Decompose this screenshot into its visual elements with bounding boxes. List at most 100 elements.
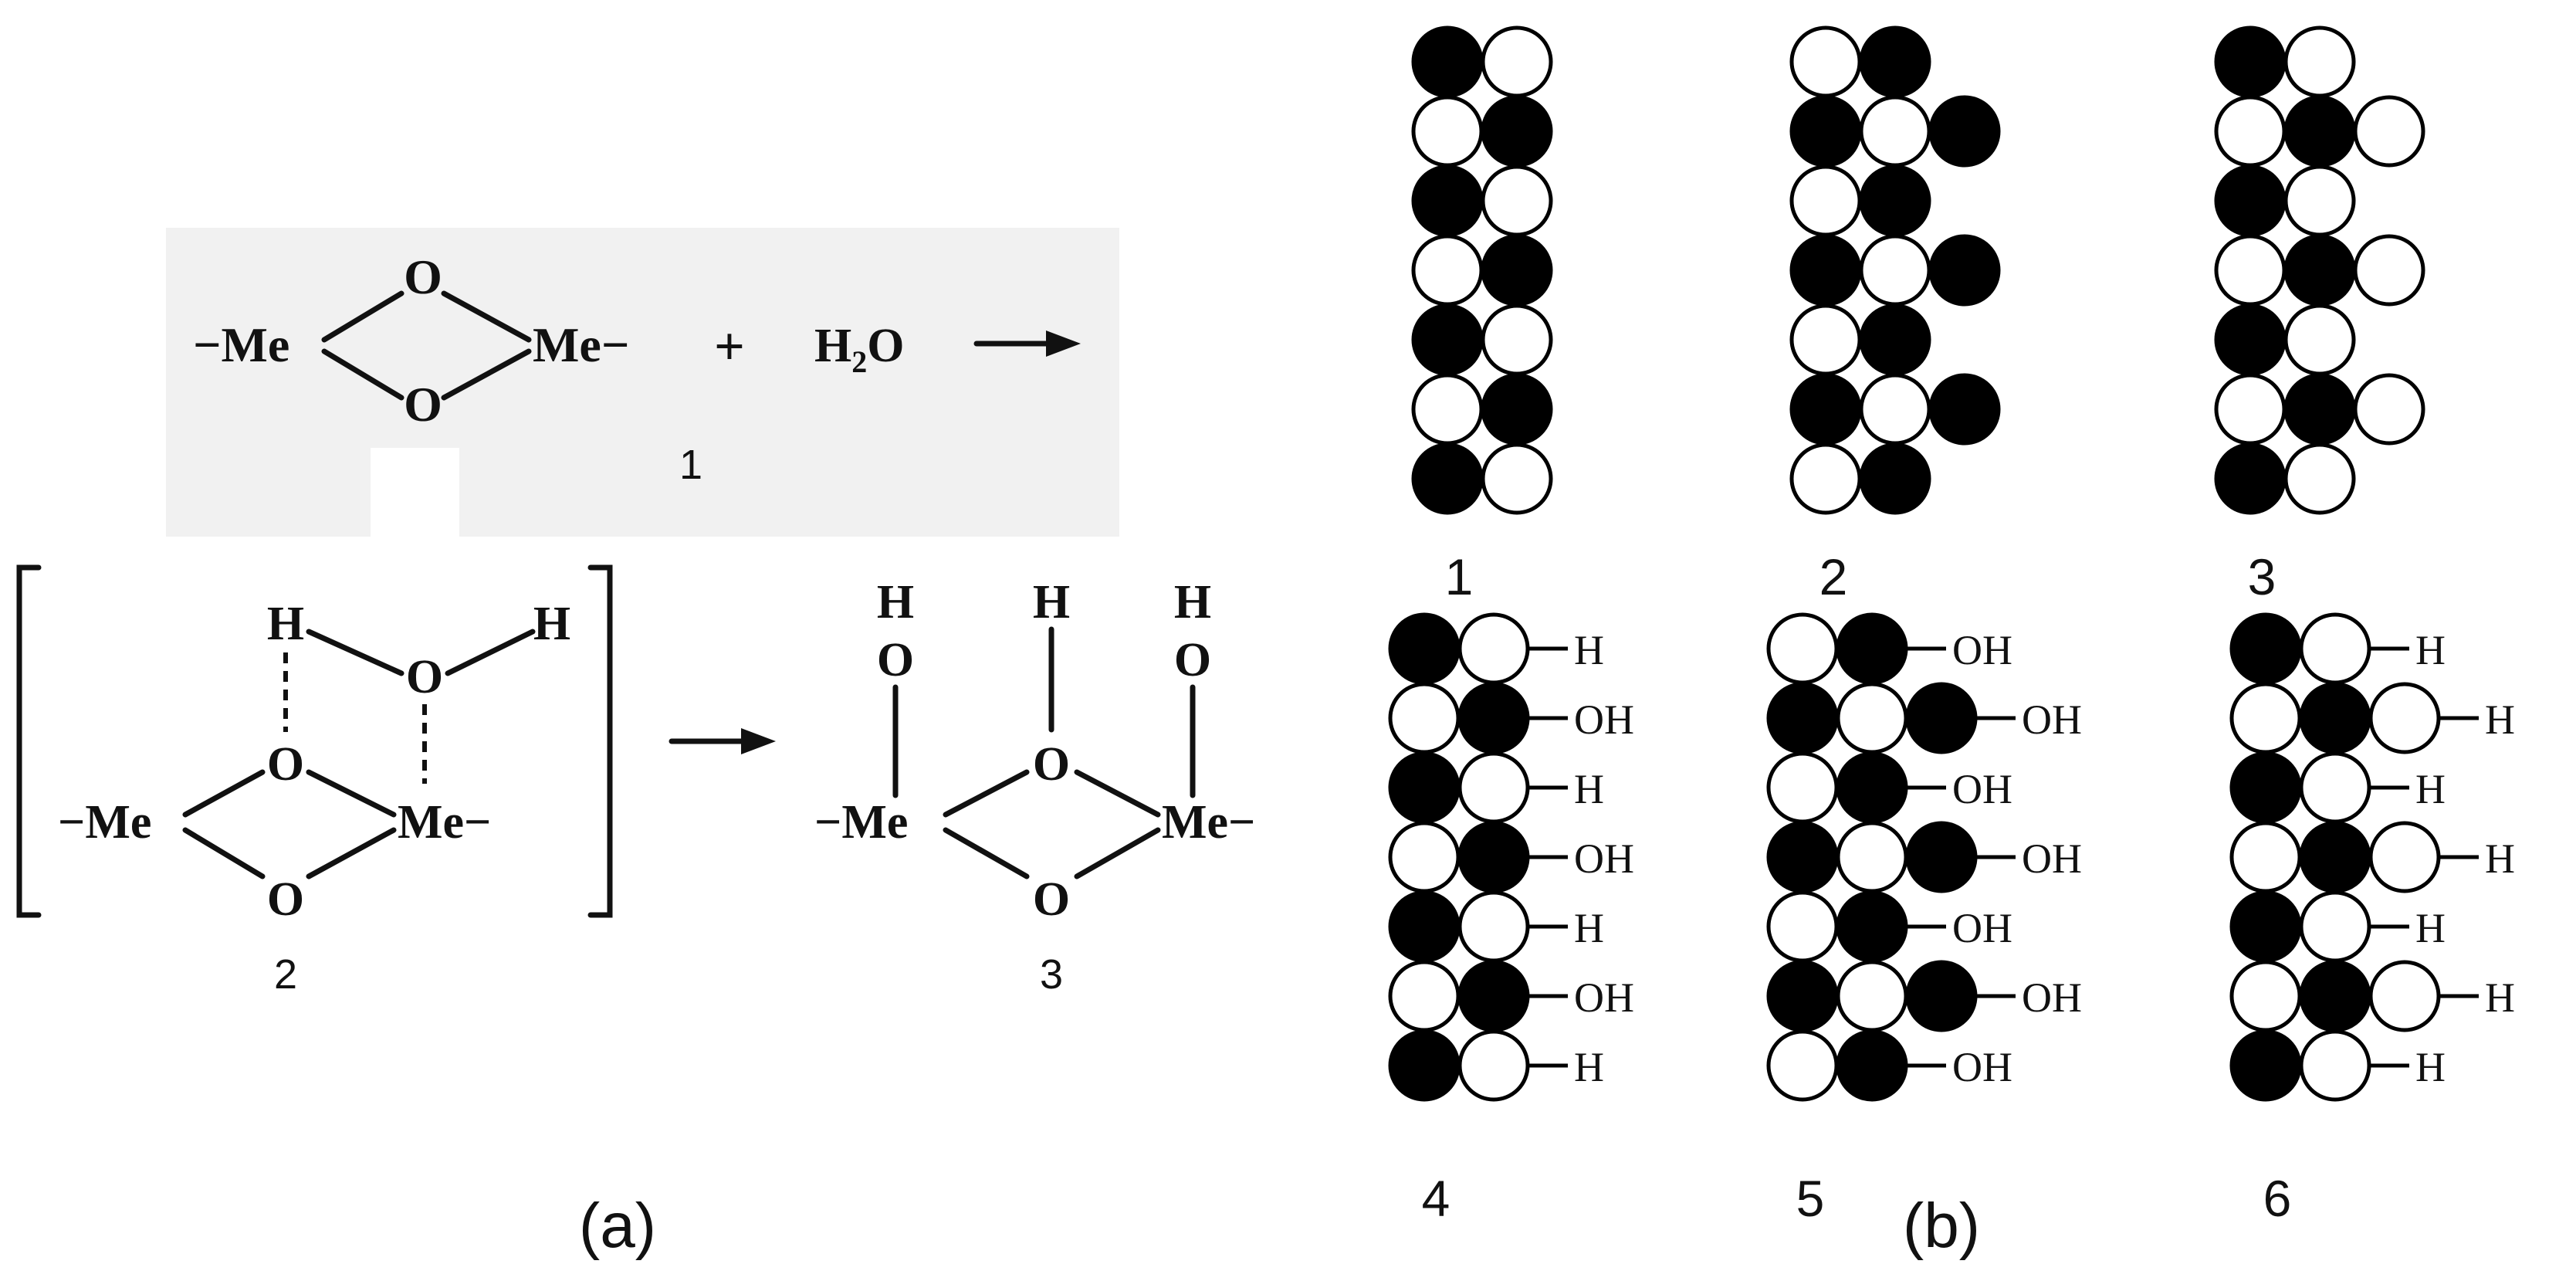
- metal-atom: [2299, 682, 2371, 754]
- hydroxyl-label: OH: [1952, 766, 2012, 812]
- metal-atom: [1789, 234, 1862, 307]
- hydrogen-label: H: [2415, 627, 2446, 673]
- reaction-background: [166, 228, 1119, 537]
- oxygen-atom: [1457, 890, 1530, 963]
- bond-me-o: [943, 769, 1030, 818]
- oxygen-atom: [2283, 25, 2356, 98]
- me-right: Me−: [1162, 796, 1255, 849]
- oxygen-atom: [1411, 373, 1484, 446]
- me-left: −Me: [193, 317, 289, 372]
- metal-atom: [1411, 442, 1484, 515]
- hydroxyl-label: OH: [1952, 905, 2012, 951]
- metal-atom: [2214, 303, 2287, 376]
- metal-atom: [2214, 164, 2287, 237]
- intermediate-2: H H O O O −Me Me− 2: [16, 564, 613, 998]
- oxygen-atom: [2353, 234, 2425, 307]
- oxygen-atom: [1836, 960, 1908, 1032]
- structure-label-2: 2: [274, 951, 297, 998]
- o-right: O: [1174, 634, 1211, 686]
- metal-atom: [2283, 373, 2356, 446]
- metal-atom: [1836, 890, 1908, 963]
- me-left: −Me: [814, 796, 908, 849]
- metal-atom: [1928, 95, 2001, 168]
- water-o: O: [867, 320, 904, 372]
- oxygen-atom: [2368, 682, 2441, 754]
- hydrogen-label: H: [2485, 835, 2515, 882]
- oxygen-atom: [2283, 303, 2356, 376]
- me-left: −Me: [58, 796, 151, 849]
- oxygen-atom: [2283, 164, 2356, 237]
- metal-atom: [1388, 890, 1461, 963]
- oxygen-atom: [1859, 95, 1931, 168]
- metal-atom: [2229, 612, 2302, 685]
- reaction-step-1: −Me O O Me− + H2O 1: [193, 249, 1081, 488]
- oxygen-atom: [2299, 612, 2371, 685]
- metal-atom: [1836, 612, 1908, 685]
- hydrogen-label: H: [2485, 696, 2515, 743]
- hydroxyl-label: OH: [1952, 1044, 2012, 1090]
- oxygen-atom: [1481, 164, 1553, 237]
- metal-atom: [2214, 25, 2287, 98]
- oxygen-atom: [1481, 25, 1553, 98]
- oxygen-atom: [1766, 1029, 1839, 1102]
- metal-atom: [1457, 960, 1530, 1032]
- me-right: Me−: [398, 796, 491, 849]
- bond-o-me: [1074, 827, 1161, 879]
- oxygen-top: O: [404, 249, 442, 304]
- metal-atom: [1766, 960, 1839, 1032]
- bond-o-me: [1074, 769, 1161, 818]
- oxygen-atom: [1388, 821, 1461, 893]
- metal-atom: [1836, 751, 1908, 824]
- oxygen-atom: [1388, 960, 1461, 1032]
- hydroxyl-label: OH: [2022, 696, 2082, 743]
- hydroxyl-label: OH: [1574, 696, 1634, 743]
- metal-atom: [1411, 25, 1484, 98]
- metal-atom: [1766, 821, 1839, 893]
- bond-me-o: [182, 827, 266, 879]
- oxygen-atom: [1789, 164, 1862, 237]
- oxygen-bottom: O: [404, 377, 442, 432]
- structure-label-2: 2: [1819, 548, 1848, 605]
- bond-o-me: [441, 290, 532, 343]
- hydroxyl-label: OH: [2022, 835, 2082, 882]
- oxygen-atom: [1457, 751, 1530, 824]
- metal-atom: [1481, 95, 1553, 168]
- oxygen-atom: [2368, 821, 2441, 893]
- metal-atom: [1859, 25, 1931, 98]
- metal-atom: [1905, 960, 1978, 1032]
- hydrogen-label: H: [2485, 974, 2515, 1021]
- hydroxyl-label: OH: [1952, 627, 2012, 673]
- metal-atom: [1928, 234, 2001, 307]
- oxygen-atom: [2214, 234, 2287, 307]
- metal-atom: [1388, 751, 1461, 824]
- hydrogen-label: H: [2415, 766, 2446, 812]
- water-h: H: [814, 320, 851, 372]
- oxygen-atom: [2299, 890, 2371, 963]
- o-water: O: [406, 651, 443, 703]
- step-arrow-head: [741, 728, 776, 754]
- reaction-background-gap: [371, 448, 459, 537]
- oxygen-atom: [1388, 682, 1461, 754]
- bond-o-me: [306, 769, 397, 818]
- bond-me-o: [943, 827, 1030, 879]
- bond-o-me: [306, 827, 397, 879]
- o-left: O: [877, 634, 914, 686]
- metal-atom: [1411, 303, 1484, 376]
- oxygen-atom: [2229, 682, 2302, 754]
- hydroxyl-label: OH: [1574, 974, 1634, 1021]
- panel-a-caption: (a): [579, 1191, 656, 1261]
- oxygen-atom: [1859, 234, 1931, 307]
- hydroxyl-label: OH: [1574, 835, 1634, 882]
- o-bottom: O: [1033, 873, 1070, 926]
- structure-label-1: 1: [1445, 548, 1474, 605]
- structure-label-3: 3: [2248, 548, 2276, 605]
- oxygen-atom: [2229, 821, 2302, 893]
- metal-atom: [1859, 303, 1931, 376]
- oxygen-atom: [1836, 821, 1908, 893]
- bond-h-o: [306, 629, 405, 676]
- h-center: H: [1033, 576, 1070, 629]
- metal-atom: [2229, 751, 2302, 824]
- bond-me-o: [321, 290, 405, 343]
